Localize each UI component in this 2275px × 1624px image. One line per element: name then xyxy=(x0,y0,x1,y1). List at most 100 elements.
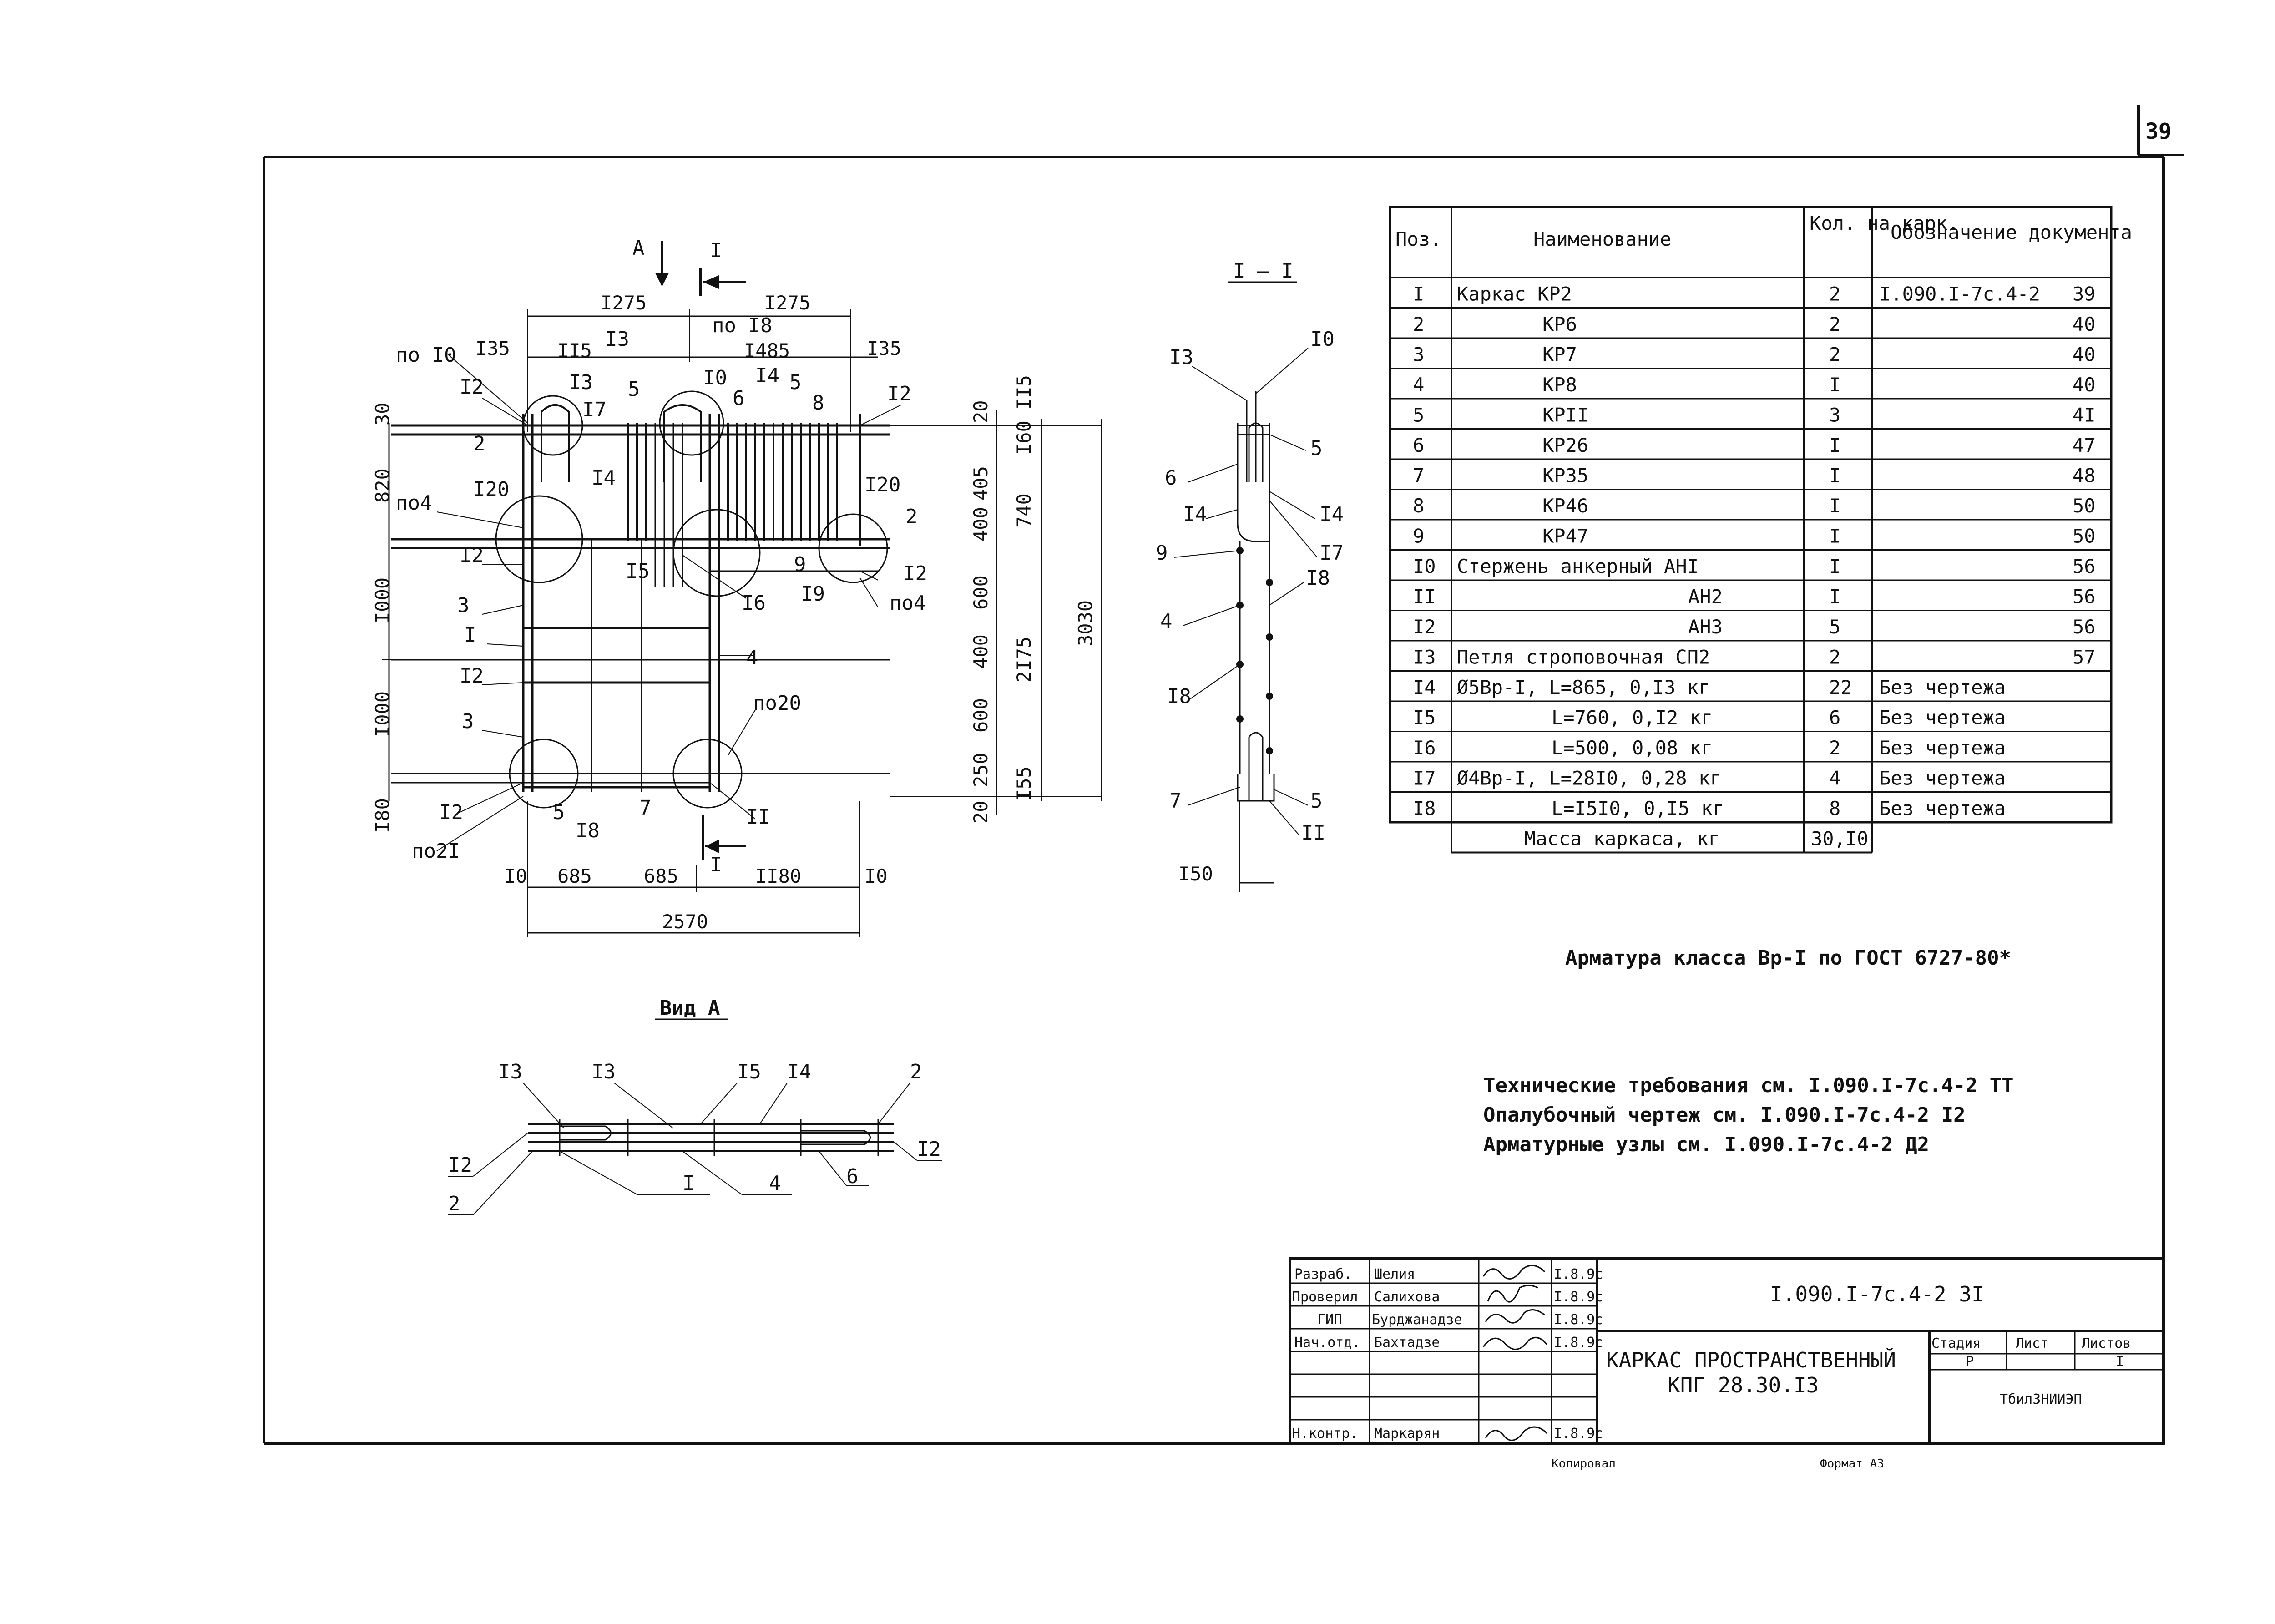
va-callout: I4 xyxy=(787,1060,811,1083)
sec-callout: I4 xyxy=(1320,503,1344,526)
callout: по4 xyxy=(890,592,925,615)
va-callout: I5 xyxy=(737,1060,761,1083)
dim-top-2: I275 xyxy=(764,292,810,314)
table-cell-pos: I0 xyxy=(1413,555,1436,577)
table-header-doc: Обозначение документа xyxy=(1891,221,2132,243)
va-callout: 4 xyxy=(769,1172,781,1195)
va-callout: I2 xyxy=(448,1153,472,1177)
va-callout: I2 xyxy=(917,1138,941,1161)
tb-name: Бурджанадзе xyxy=(1372,1312,1462,1328)
view-a-title: Вид А xyxy=(660,997,720,1020)
sec-callout: I4 xyxy=(1183,503,1207,526)
dim-bottom-5: I0 xyxy=(864,865,888,887)
tb-date: I.8.9с xyxy=(1554,1289,1603,1305)
tb-date: I.8.9с xyxy=(1554,1335,1603,1351)
table-cell-doc: Без чертежа xyxy=(1879,737,2006,759)
callout: 5 xyxy=(553,801,565,824)
callout: I0 xyxy=(703,366,727,390)
table-cell-pos: 6 xyxy=(1413,434,1424,456)
dim-right-in-2: 405 xyxy=(970,466,992,501)
table-cell-qty: I xyxy=(1829,525,1840,547)
table-cell-sheet: 4I xyxy=(2073,404,2096,426)
mass-value: 30,I0 xyxy=(1811,828,1868,850)
drawing-title-line-2: КПГ 28.30.I3 xyxy=(1668,1373,1819,1397)
table-cell-sheet: 50 xyxy=(2073,525,2096,547)
sec-callout: 5 xyxy=(1310,437,1323,460)
sec-callout: 9 xyxy=(1156,541,1168,565)
section-mark-a: А xyxy=(632,237,645,260)
callout: по2I xyxy=(412,840,460,863)
table-cell-sheet: 47 xyxy=(2073,434,2096,456)
table-cell-name: L=500, 0,08 кг xyxy=(1552,737,1713,759)
sec-callout: 5 xyxy=(1310,789,1323,813)
table-cell-pos: I3 xyxy=(1413,646,1436,668)
dim-right-in-1: 20 xyxy=(970,400,992,423)
stage-header: Стадия xyxy=(1931,1336,1981,1351)
sec-callout: I7 xyxy=(1320,541,1344,565)
dim-top-6: I35 xyxy=(867,337,901,359)
table-cell-pos: I2 xyxy=(1413,616,1436,638)
table-cell-doc: Без чертежа xyxy=(1879,797,2006,820)
drawing-code: I.090.I-7с.4-2 3I xyxy=(1770,1282,1984,1306)
table-cell-qty: I xyxy=(1829,374,1840,396)
section-mark-i-top: I xyxy=(710,239,722,262)
table-cell-doc: Без чертежа xyxy=(1879,767,2006,789)
note-line-3: Арматурные узлы см. I.090.I-7с.4-2 Д2 xyxy=(1483,1133,1929,1156)
callout: I9 xyxy=(801,582,825,606)
stage-value: Р xyxy=(1966,1354,1974,1370)
view-a: Вид А I3 I3 I5 I4 2 I2 I2 2 I 4 6 xyxy=(448,997,942,1215)
dim-right-mid-5: I55 xyxy=(1013,766,1035,801)
dim-right-in-5: 400 xyxy=(970,634,992,669)
tb-name: Маркарян xyxy=(1374,1426,1440,1442)
callout: 4 xyxy=(746,646,758,669)
table-cell-pos: II xyxy=(1413,586,1436,608)
table-cell-qty: 2 xyxy=(1829,344,1840,366)
sec-callout: I8 xyxy=(1306,567,1330,590)
callout: I2 xyxy=(887,382,911,405)
sheet-header: Лист xyxy=(2016,1336,2048,1351)
callout: 3 xyxy=(457,594,470,617)
callout: I2 xyxy=(460,375,484,399)
callout: 2 xyxy=(473,432,485,455)
callout: 7 xyxy=(639,796,652,820)
dim-top-4: II5 xyxy=(557,339,592,362)
dim-left-2: 820 xyxy=(371,468,394,503)
tb-role: Н.контр. xyxy=(1292,1426,1358,1442)
organization: ТбилЗНИИЭП xyxy=(2000,1391,2082,1407)
va-callout: I xyxy=(682,1172,695,1195)
callout: по I0 xyxy=(396,344,456,367)
table-cell-qty: 4 xyxy=(1829,767,1840,789)
note-reinforcement: Арматура класса Вр-I по ГОСТ 6727-80* xyxy=(1565,946,2011,970)
tb-name: Бахтадзе xyxy=(1374,1335,1440,1351)
table-cell-name: АН2 xyxy=(1688,586,1723,608)
table-cell-name: КР7 xyxy=(1542,344,1577,366)
dim-top-1: I275 xyxy=(601,292,647,314)
table-cell-sheet: 56 xyxy=(2073,586,2096,608)
section-i-i: I – I I50 I3 I0 5 6 I4 I4 9 I7 I8 xyxy=(1156,259,1344,892)
callout: по I8 xyxy=(712,314,772,337)
table-cell-name: КРII xyxy=(1542,404,1588,426)
table-cell-name: КР35 xyxy=(1542,465,1588,487)
dim-right-mid-2: I60 xyxy=(1013,420,1035,455)
position-callouts: по I0 I3 5 I3 по I8 I0 I4 5 6 8 I2 I2 I7… xyxy=(396,314,927,863)
title-block: Разраб. Шелия I.8.9с Проверил Салихова I… xyxy=(1289,1257,2165,1445)
page-number-box: 39 xyxy=(2137,105,2184,156)
dim-right-in-4: 600 xyxy=(970,575,992,610)
table-cell-sheet: 57 xyxy=(2073,646,2096,668)
table-cell-sheet: 48 xyxy=(2073,465,2096,487)
dim-right-in-8: 20 xyxy=(970,800,992,824)
callout: I5 xyxy=(626,560,650,583)
table-cell-pos: 9 xyxy=(1413,525,1424,547)
table-cell-qty: 5 xyxy=(1829,616,1840,638)
table-cell-qty: 8 xyxy=(1829,797,1840,820)
table-cell-doc: Без чертежа xyxy=(1879,676,2006,698)
callout: I4 xyxy=(592,466,616,490)
table-cell-name: КР47 xyxy=(1542,525,1588,547)
table-cell-name: КР6 xyxy=(1542,313,1577,335)
table-cell-qty: I xyxy=(1829,495,1840,517)
callout: I2 xyxy=(460,544,484,567)
dim-right-outer: 3030 xyxy=(1074,600,1097,646)
sheets-value: I xyxy=(2116,1354,2124,1370)
dim-left-1: 30 xyxy=(371,402,394,425)
table-header-qty: Кол. на карк. xyxy=(1810,212,1959,234)
